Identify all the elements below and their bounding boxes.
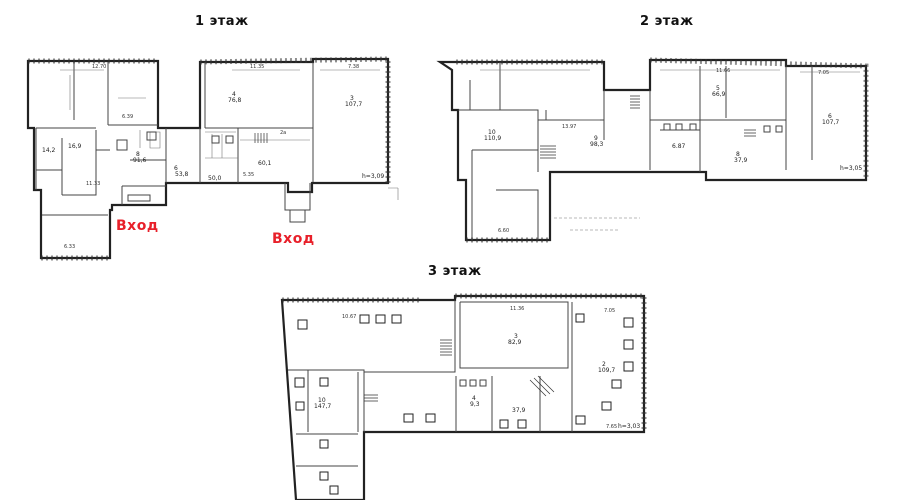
svg-text:66,9: 66,9 — [712, 91, 726, 98]
svg-text:11.66: 11.66 — [716, 68, 730, 74]
svg-text:10: 10 — [318, 397, 326, 404]
floor-2-title: 2 этаж — [640, 14, 694, 29]
svg-text:76,8: 76,8 — [228, 97, 242, 104]
svg-text:2: 2 — [602, 361, 606, 368]
svg-text:82,9: 82,9 — [508, 339, 522, 346]
svg-text:4: 4 — [232, 91, 236, 98]
entrance-label-right: Вход — [272, 231, 315, 247]
svg-text:37,9: 37,9 — [734, 157, 748, 164]
svg-text:2a: 2a — [280, 130, 286, 136]
floor-1-title: 1 этаж — [195, 14, 249, 29]
svg-text:9: 9 — [594, 135, 598, 142]
svg-text:6: 6 — [174, 165, 178, 172]
floor-3-plan: 10.67 11.36 7.05 3 82,9 2 109,7 10 147,7… — [280, 293, 647, 500]
svg-text:60,1: 60,1 — [258, 160, 272, 167]
svg-text:37,9: 37,9 — [512, 407, 526, 414]
floor-2-height: h=3,05 — [840, 165, 862, 172]
floor-3-title: 3 этаж — [428, 264, 482, 279]
floor-1-height: h=3,09 — [362, 173, 384, 180]
svg-text:10: 10 — [488, 129, 496, 136]
svg-text:11.36: 11.36 — [510, 306, 524, 312]
svg-text:14,2: 14,2 — [42, 147, 56, 154]
svg-text:9,3: 9,3 — [470, 401, 480, 408]
svg-text:8: 8 — [136, 151, 140, 158]
svg-text:7.65: 7.65 — [606, 424, 617, 430]
svg-text:8: 8 — [736, 151, 740, 158]
svg-text:50,0: 50,0 — [208, 175, 222, 182]
entrance-label-left: Вход — [116, 218, 159, 234]
floor-1-plan: 12.70 11.35 7.38 4 76,8 3 107,7 16,9 14,… — [26, 56, 399, 261]
svg-text:5: 5 — [716, 85, 720, 92]
svg-text:7.05: 7.05 — [818, 70, 829, 76]
svg-text:6.87: 6.87 — [672, 143, 686, 150]
svg-text:7.38: 7.38 — [348, 64, 359, 70]
svg-text:7.05: 7.05 — [604, 308, 615, 314]
svg-text:5.35: 5.35 — [243, 172, 254, 178]
svg-text:11.33: 11.33 — [86, 181, 100, 187]
svg-text:3: 3 — [350, 95, 354, 102]
svg-text:6.33: 6.33 — [64, 244, 75, 250]
svg-text:53,8: 53,8 — [175, 171, 189, 178]
svg-text:12.70: 12.70 — [92, 64, 106, 70]
svg-text:147,7: 147,7 — [314, 403, 331, 410]
svg-text:13.97: 13.97 — [562, 124, 576, 130]
floor-3-height: h=3,03 — [618, 423, 640, 430]
svg-text:3: 3 — [514, 333, 518, 340]
svg-text:16,9: 16,9 — [68, 143, 82, 150]
svg-text:6.60: 6.60 — [498, 228, 509, 234]
svg-text:110,9: 110,9 — [484, 135, 501, 142]
svg-text:6.39: 6.39 — [122, 114, 133, 120]
svg-text:11.35: 11.35 — [250, 64, 264, 70]
svg-text:91,6: 91,6 — [133, 157, 147, 164]
svg-text:109,7: 109,7 — [598, 367, 615, 374]
svg-text:6: 6 — [828, 113, 832, 120]
svg-text:10.67: 10.67 — [342, 314, 356, 320]
svg-text:107,7: 107,7 — [345, 101, 362, 108]
floor-2-plan: 11.66 7.05 13.97 5 66,9 6 107,7 10 110,9… — [436, 57, 869, 243]
svg-text:98,3: 98,3 — [590, 141, 604, 148]
svg-text:4: 4 — [472, 395, 476, 402]
svg-text:107,7: 107,7 — [822, 119, 839, 126]
